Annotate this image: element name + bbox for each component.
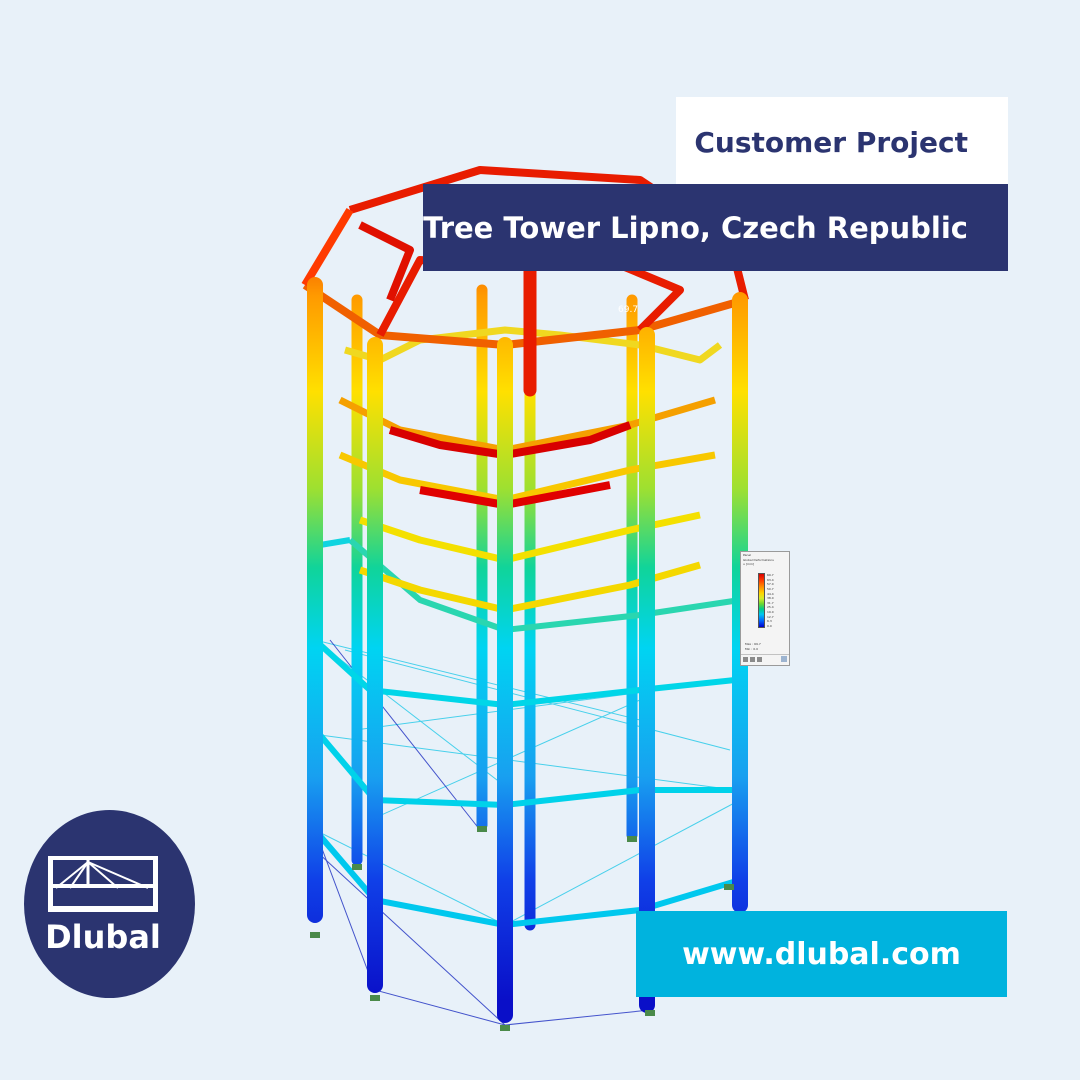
legend-unit: u [mm] [743,562,755,566]
legend-min: Min : 0.0 [745,647,759,651]
legend-value: 69.7 [767,573,774,577]
project-title: Tree Tower Lipno, Czech Republic [423,184,1008,271]
settings-icon[interactable] [750,657,755,662]
legend-value: 25.4 [767,605,774,610]
legend-color-ramp [758,573,765,628]
legend-values: 69.7 63.4 57.0 50.7 44.4 38.0 31.7 25.4 … [767,573,787,628]
print-icon[interactable] [743,657,748,662]
legend-title: Panel [743,553,752,557]
front-columns [307,277,748,1023]
website-link[interactable]: www.dlubal.com [636,911,1007,997]
legend-value: 38.0 [767,596,774,601]
legend-value: 12.7 [767,614,774,619]
legend-subtitle: Global Deformations [743,558,774,562]
dlubal-bridge-icon [48,856,158,912]
legend-value: 6.3 [767,619,772,624]
legend-toolbar [741,654,789,665]
max-deformation-label: 69.7 [618,305,638,315]
dlubal-logo-text: Dlubal [45,918,161,956]
legend-value: 63.4 [767,577,774,582]
zoom-icon[interactable] [781,656,787,662]
scale-icon[interactable] [757,657,762,662]
legend-value: 19.0 [767,610,774,614]
legend-value: 50.7 [767,586,774,591]
deformation-legend-panel: Panel Global Deformations u [mm] 69.7 63… [740,551,790,666]
legend-max: Max : 69.7 [745,642,761,646]
legend-value: 57.0 [767,582,774,587]
legend-value: 44.4 [767,591,774,596]
customer-project-label: Customer Project [676,97,1008,187]
supports [310,826,734,1031]
legend-value: 31.7 [767,600,774,605]
legend-value: 0.0 [767,623,772,628]
